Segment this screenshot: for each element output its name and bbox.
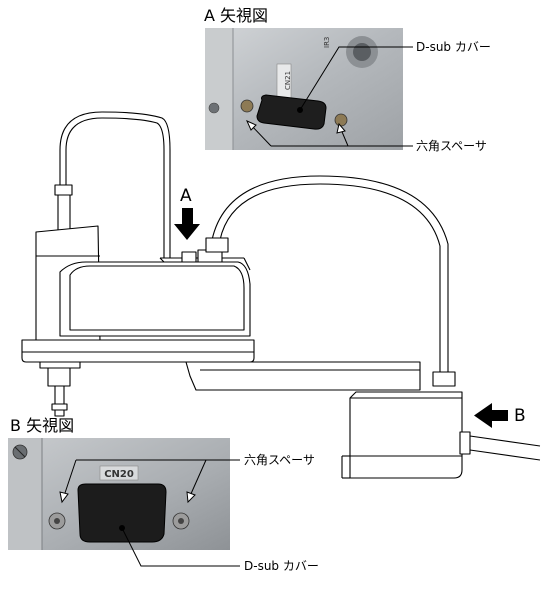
view-b-label-cover: D-sub カバー	[244, 559, 319, 573]
view-a-title: A 矢視図	[204, 6, 269, 25]
photo-a-connector-text: CN21	[284, 71, 292, 90]
leaders-a	[246, 46, 413, 147]
arrow-b-label: B	[514, 406, 526, 426]
photo-a-side-text: IR3	[323, 37, 331, 48]
view-b-label-spacer: 六角スペーサ	[244, 453, 315, 467]
view-b-title: B 矢視図	[10, 416, 75, 435]
arrow-a	[174, 208, 200, 240]
photo-a	[205, 28, 403, 150]
leaders-b	[59, 459, 240, 567]
photo-b-connector-text: CN20	[104, 469, 134, 480]
view-a-label-spacer: 六角スペーサ	[416, 139, 487, 153]
view-a-label-cover: D-sub カバー	[416, 40, 491, 54]
arrow-b	[474, 403, 508, 428]
photo-b	[8, 438, 230, 550]
arrow-a-label: A	[180, 186, 192, 206]
robot-body	[21, 111, 541, 479]
